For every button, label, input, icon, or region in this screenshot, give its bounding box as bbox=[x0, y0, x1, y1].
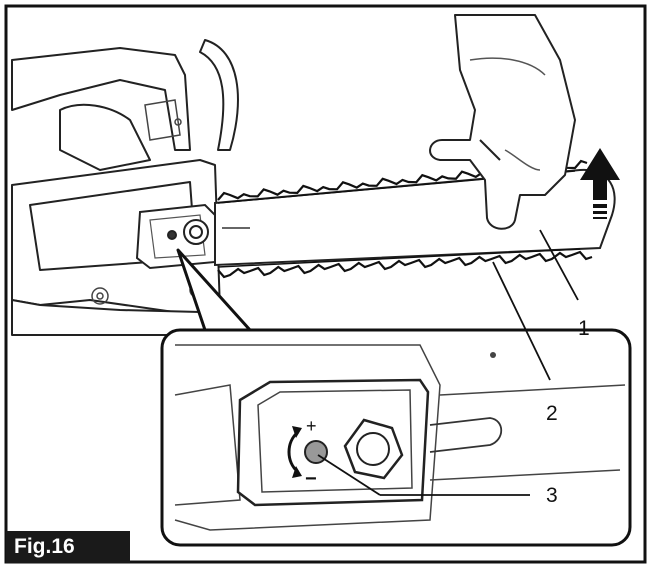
leader-line-1 bbox=[539, 229, 579, 301]
leader-line-3 bbox=[317, 454, 381, 496]
minus-symbol: − bbox=[305, 468, 317, 490]
sprocket-plate bbox=[135, 203, 216, 270]
zoom-inset: + − bbox=[160, 328, 632, 547]
saw-chain-bottom bbox=[217, 248, 593, 279]
leader-lines bbox=[317, 229, 579, 496]
leader-line-2 bbox=[492, 261, 551, 381]
chain-edge bbox=[217, 248, 581, 268]
plus-symbol: + bbox=[306, 416, 317, 436]
callout-2: 2 bbox=[546, 402, 558, 425]
up-arrow-icon bbox=[580, 148, 620, 219]
chain-links bbox=[217, 250, 593, 279]
callout-1: 1 bbox=[578, 317, 590, 340]
glove-hand-icon bbox=[429, 14, 576, 230]
callout-3: 3 bbox=[546, 484, 558, 507]
figure-label: Fig.16 bbox=[6, 531, 130, 563]
